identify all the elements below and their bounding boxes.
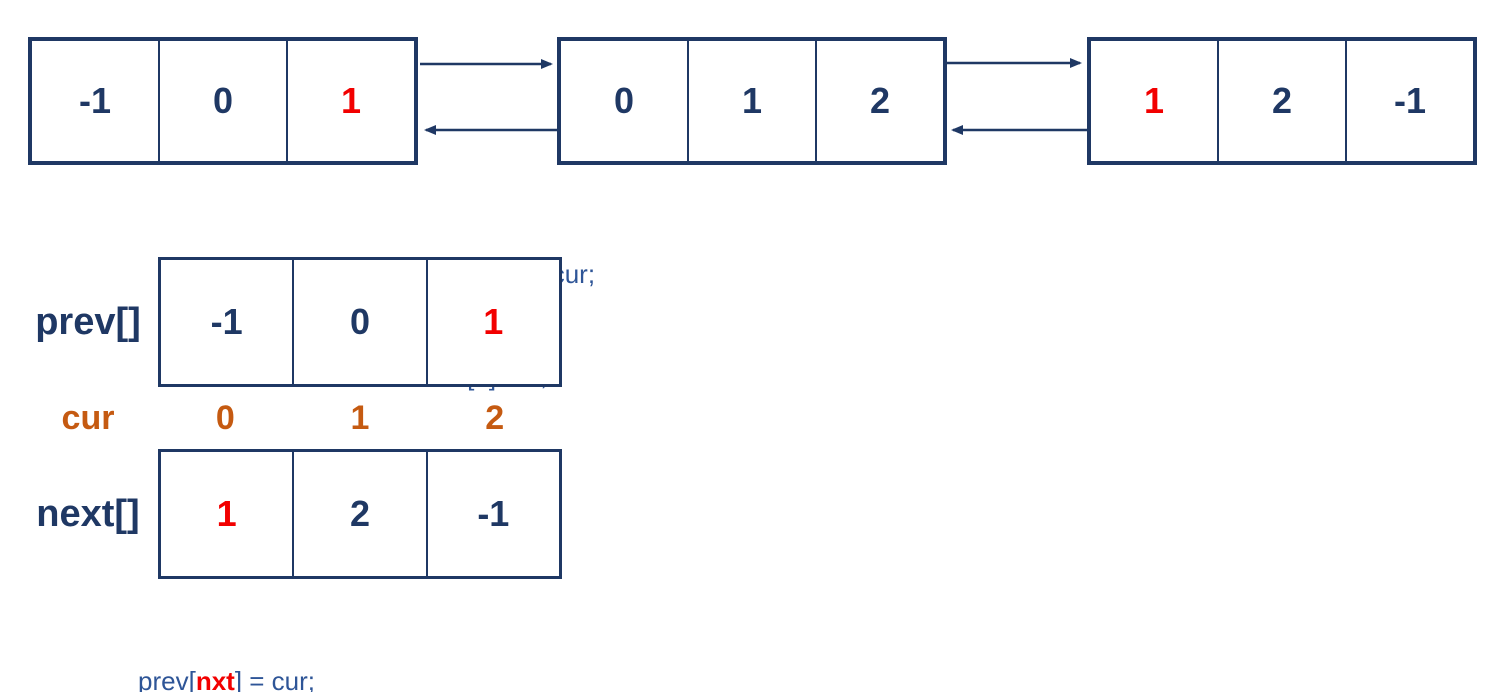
- list-node-1: -1 0 1: [28, 37, 418, 165]
- node1-cell-prev: -1: [78, 80, 111, 121]
- prev-array-box: -1 0 1: [158, 257, 562, 387]
- cur-label: cur: [61, 398, 115, 437]
- node2-cell-next: 2: [815, 41, 943, 161]
- next-array-label: next[]: [36, 492, 140, 535]
- cur-index-row: 0 1 2: [158, 396, 562, 440]
- code-prev-assignment: prev[nxt] = cur; prev[2] = 1;: [138, 596, 315, 692]
- prev-array-cell-2: 1: [425, 260, 559, 384]
- cur-index-0: 0: [215, 398, 235, 437]
- list-node-2: 0 1 2: [557, 37, 947, 165]
- node2-cell-index: 1: [687, 41, 815, 161]
- code-text: prev[: [138, 666, 196, 692]
- cur-index-2: 2: [485, 398, 505, 437]
- node1-cell-index: 0: [158, 41, 286, 161]
- code-highlight: nxt: [195, 666, 235, 692]
- prev-array-cell-1: 0: [292, 260, 425, 384]
- code-line: prev[nxt] = cur;: [138, 664, 315, 692]
- node3-cell-next: -1: [1345, 41, 1473, 161]
- node3-cell-prev: 1: [1143, 80, 1165, 121]
- next-array-box: 1 2 -1: [158, 449, 562, 579]
- cur-index-1: 1: [350, 398, 370, 437]
- next-array-cell-0: 1: [216, 493, 237, 534]
- prev-array-cell-0: -1: [210, 301, 243, 342]
- prev-array-label: prev[]: [35, 300, 141, 343]
- next-array-cell-2: -1: [425, 452, 559, 576]
- list-node-3: 1 2 -1: [1087, 37, 1477, 165]
- code-text: ] = cur;: [234, 666, 316, 692]
- pointer-arrows: [420, 58, 1087, 135]
- next-array-cell-1: 2: [292, 452, 425, 576]
- node2-cell-prev: 0: [613, 80, 635, 121]
- node1-cell-next: 1: [286, 41, 414, 161]
- node3-cell-index: 2: [1217, 41, 1345, 161]
